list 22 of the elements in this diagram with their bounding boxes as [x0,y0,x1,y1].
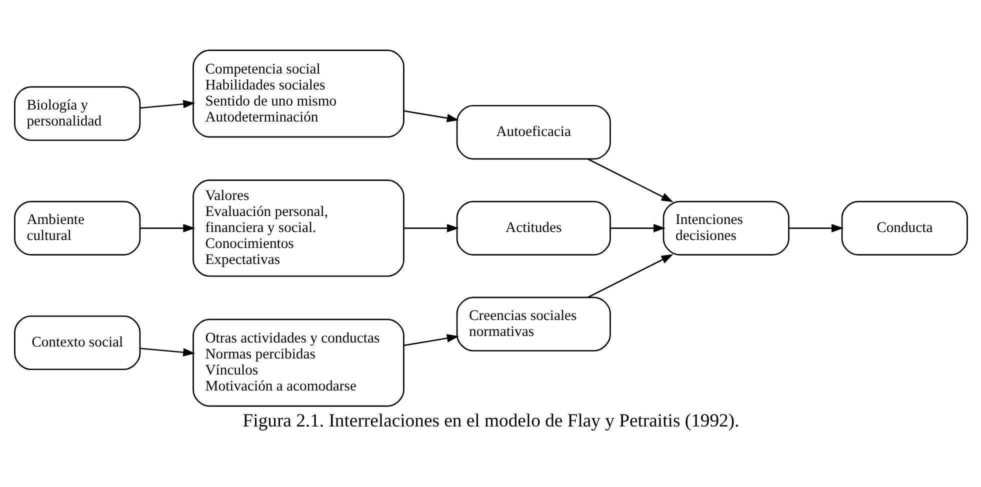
arrow [140,224,195,232]
arrow [403,224,458,232]
node-box: Contexto social [14,315,140,370]
arrow [140,100,195,109]
node-box: Biología y personalidad [14,86,140,141]
arrow [403,110,458,122]
arrow [788,224,844,232]
node-box: Ambiente cultural [14,200,140,256]
node-box: Autoeficacia [456,104,610,160]
node-box: Actitudes [456,200,610,256]
node-box: Valores Evaluación personal, financiera y social. Conocimientos Expectativas [192,180,404,277]
arrow [610,224,665,232]
node-box: Conducta [840,200,968,256]
caption: Figura 2.1. Interrelaciones en el modelo de Flay y Petraitis (1992). [242,410,739,432]
arrow [403,334,458,346]
node-box: Creencias sociales normativas [456,296,610,352]
arrow [587,158,673,202]
arrow [587,254,673,298]
node-box: Competencia social Habilidades sociales Sentido de uno mismo Autodeterminación [192,50,404,138]
node-box: Intenciones decisiones [662,200,789,256]
node-box: Otras actividades y conductas Normas percibidas Vínculos Motivación a acomodarse [192,318,404,407]
arrow [140,348,195,356]
